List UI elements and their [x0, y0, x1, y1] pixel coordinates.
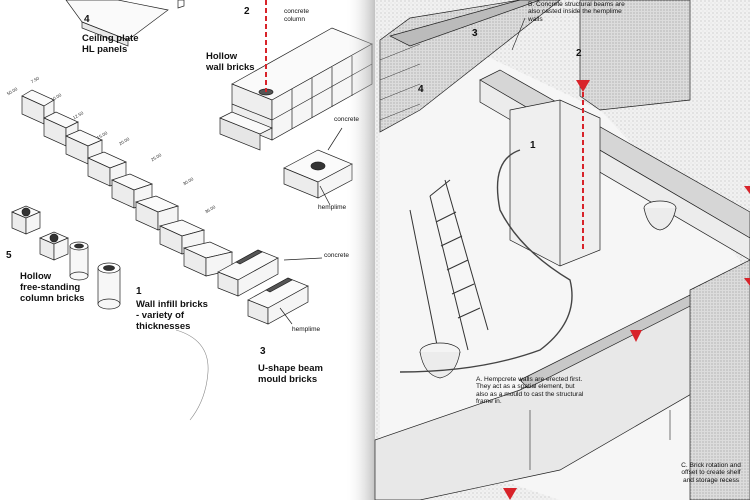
group-2-title-line2: wall bricks [206, 62, 255, 73]
group-1-title-line1: Wall infill bricks [136, 299, 208, 310]
hollow-brick-concrete-label: concrete [334, 116, 359, 123]
red-column-markers [503, 80, 750, 500]
marker-4: 4 [418, 84, 424, 95]
group-4-title-line2: HL panels [82, 44, 128, 55]
marker-3: 3 [472, 28, 478, 39]
hollow-brick-hemplime-label: hemplime [318, 204, 347, 211]
note-c-brick-rotation: C. Brick rotation and offset to create s… [681, 462, 741, 484]
group-3-title-line2: mould bricks [258, 374, 318, 385]
u-brick-concrete-label: concrete [324, 252, 349, 259]
group-3-number: 3 [260, 346, 266, 357]
group-1-number: 1 [136, 286, 142, 297]
brick-course-line [379, 63, 421, 81]
hollow-column-bricks [11, 205, 121, 310]
right-panel-axonometric [374, 0, 750, 500]
brick-course-line [379, 103, 421, 121]
group-1-title-line3: thicknesses [136, 321, 191, 332]
group-5-number: 5 [6, 250, 12, 261]
note-a-hempcrete-walls: A. Hempcrete walls are erected first. Th… [476, 376, 584, 405]
u-brick-hemplime-label: hemplime [292, 326, 321, 333]
page-fold-shadow [345, 0, 375, 500]
group-2-title-line1: Hollow [206, 51, 238, 62]
wall-infill-bricks [21, 89, 234, 277]
group-1-title-line2: - variety of [136, 310, 185, 321]
marker-1: 1 [530, 140, 536, 151]
u-shape-beam-bricks [217, 249, 323, 325]
marker-2: 2 [576, 48, 582, 59]
group-5-title-line1: Hollow [20, 271, 52, 282]
brick-course-line [379, 43, 421, 61]
group-3-title-line1: U-shape beam [258, 363, 323, 374]
ceiling-plate-panels [65, 0, 185, 47]
group-4-number: 4 [84, 14, 90, 25]
concrete-column-label-1: concrete [284, 8, 309, 15]
group-5-title-line2: free-standing [20, 282, 81, 293]
concrete-column-label-2: column [284, 16, 305, 23]
group-5-title-line3: column bricks [20, 293, 85, 304]
group-4-title-line1: Ceiling plate [82, 33, 139, 44]
group-2-number: 2 [244, 6, 250, 17]
note-b-structural-beams: B. Concrete structural beams are also ca… [528, 1, 625, 23]
brick-course-line [379, 83, 421, 101]
ladder [409, 179, 489, 361]
single-hollow-brick [283, 127, 353, 206]
